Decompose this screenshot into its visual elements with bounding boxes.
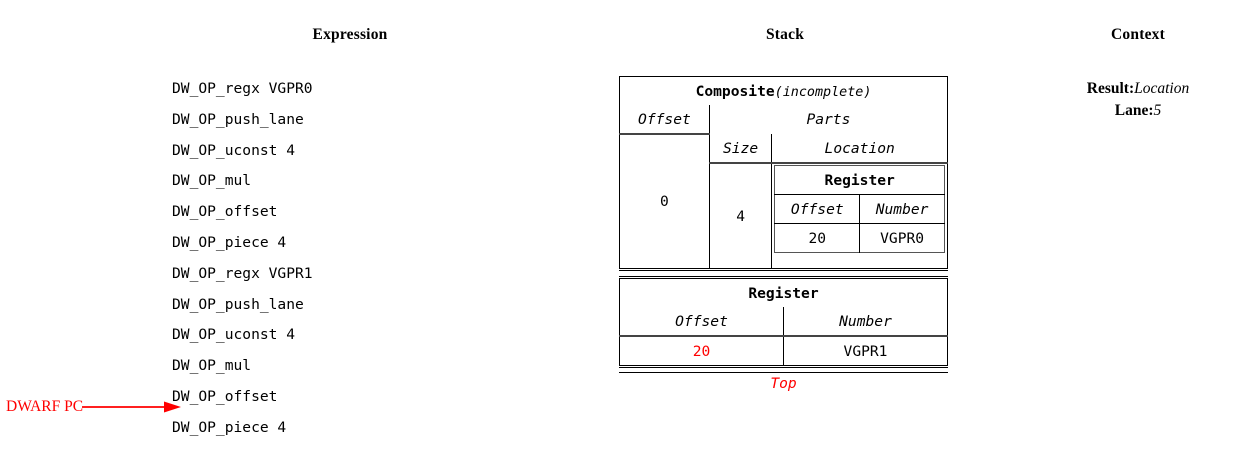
column-header-context: Context [1111,26,1165,43]
composite-title-suffix: (incomplete) [774,84,872,100]
expression-list: DW_OP_regx VGPR0 DW_OP_push_lane DW_OP_u… [172,74,472,444]
composite-title: Composite [695,82,775,100]
parts-col-size-header: Size [709,134,773,164]
expression-line: DW_OP_push_lane [172,110,304,128]
expression-line: DW_OP_push_lane [172,295,304,313]
dwarf-pc-label: DWARF PC [6,398,84,415]
column-header-expression: Expression [312,26,388,43]
context-block: Result:Location Lane:5 [1018,78,1241,122]
stack-entry-separator [619,270,948,277]
stack-entry-register: Register Offset Number 20 VGPR1 [619,278,948,366]
part-location-filler [772,254,948,269]
part-size-value: 4 [709,163,773,269]
expression-line: DW_OP_piece 4 [172,233,287,251]
register-offset-value: 20 [619,336,784,366]
composite-col-offset-header: Offset [619,105,710,135]
column-header-stack: Stack [765,26,805,43]
composite-col-parts-header: Parts [806,111,851,128]
expression-line: DW_OP_offset [172,203,278,221]
nested-register-offset-value: 20 [774,223,861,253]
expression-line: DW_OP_uconst 4 [172,141,296,159]
expression-line: DW_OP_piece 4 [172,418,287,436]
stack-container: Composite(incomplete) Offset Parts 0 Siz… [619,76,948,392]
parts-col-location-header: Location [771,134,948,164]
nested-register-col-offset-header: Offset [774,194,861,224]
context-value-result: Location [1134,80,1190,97]
context-row-lane: Lane:5 [1018,100,1241,122]
expression-line: DW_OP_mul [172,172,252,190]
composite-title-cell: Composite(incomplete) [620,77,948,106]
nested-register-col-number-header: Number [859,194,945,224]
stack-top-label: Top [770,375,797,392]
part-location-cell: Register Offset Number 20 VGPR0 [772,163,948,254]
register-number-value: VGPR1 [843,342,888,360]
context-row-result: Result:Location [1018,78,1241,100]
nested-register-title: Register [774,165,945,195]
expression-line: DW_OP_uconst 4 [172,326,296,344]
context-value-lane: 5 [1153,102,1162,119]
expression-line: DW_OP_offset [172,387,278,405]
dwarf-pc-marker: DWARF PC [6,396,182,418]
stack-bottom-rule [619,367,948,373]
arrow-right-icon [82,401,182,413]
register-title: Register [748,284,819,302]
stack-entry-composite: Composite(incomplete) Offset Parts 0 Siz… [619,76,948,269]
composite-offset-value: 0 [619,134,710,269]
expression-line: DW_OP_regx VGPR0 [172,80,313,97]
register-col-offset-header: Offset [619,307,784,337]
expression-line: DW_OP_regx VGPR1 [172,264,313,282]
register-col-number-header: Number [783,307,948,337]
nested-register-table: Register Offset Number 20 VGPR0 [774,165,945,253]
nested-register-number-value: VGPR0 [880,229,925,247]
context-key-lane: Lane: [1114,102,1154,119]
context-key-result: Result: [1086,80,1135,97]
expression-line: DW_OP_mul [172,357,252,375]
